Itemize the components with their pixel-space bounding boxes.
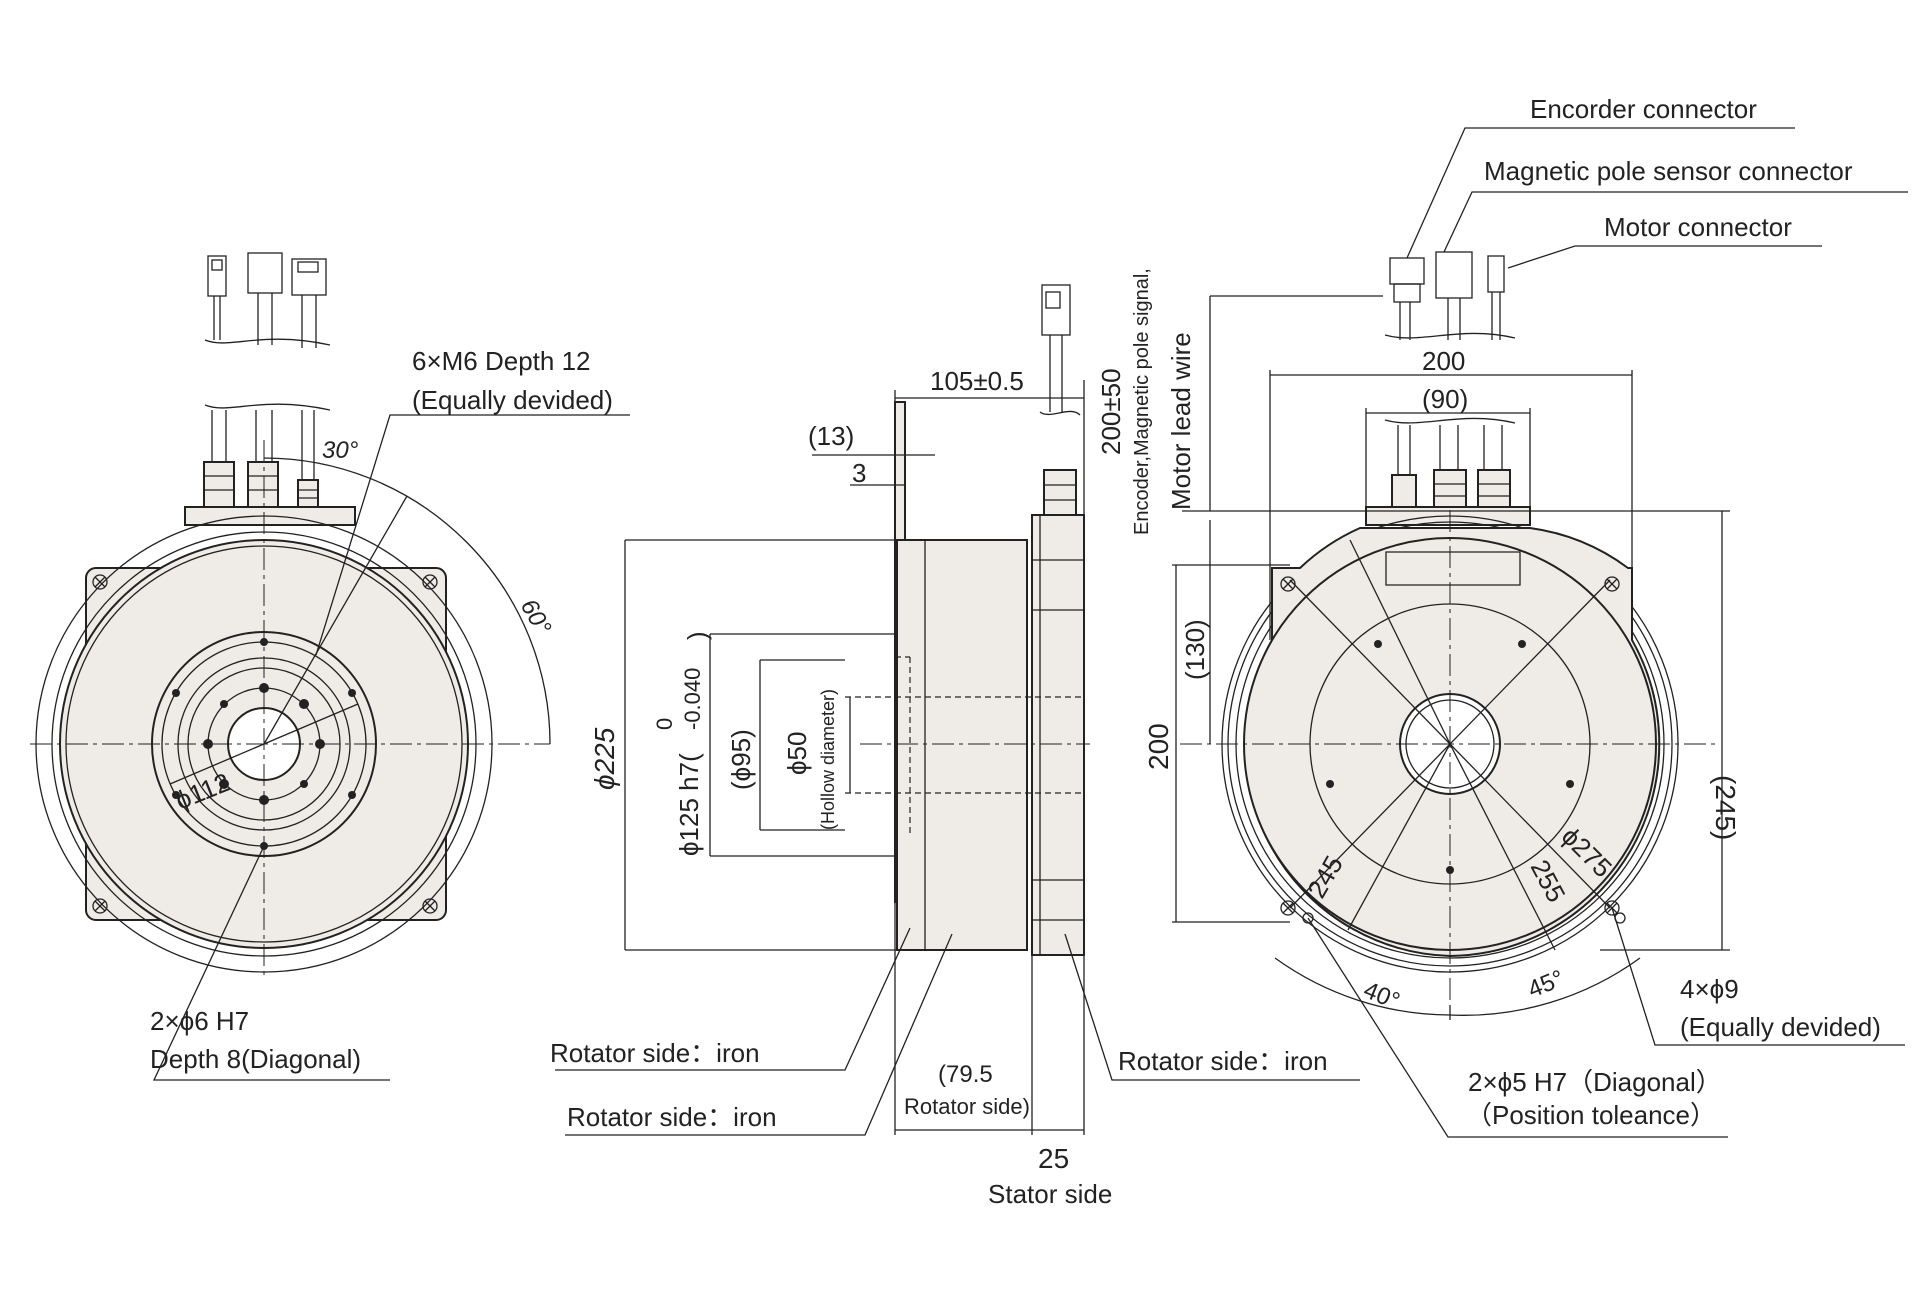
angle-arc-right — [1274, 957, 1641, 1016]
rotor-bolt-holes — [172, 638, 356, 850]
lead-label-line2: Encoder,Magnetic pole signal, — [1131, 268, 1153, 535]
dim-245-side-label: (245) — [1710, 775, 1741, 840]
magnetic-pole-connector-icon — [1435, 251, 1473, 299]
leader-holes — [1611, 907, 1905, 1046]
magnetic-pole-connector-label: Magnetic pole sensor connector — [1484, 156, 1853, 186]
holes-label-line1: 4×ϕ9 — [1680, 974, 1739, 1004]
m6-label-line1: 6×M6 Depth 12 — [412, 346, 591, 376]
dim-200-side-label: 200 — [1143, 723, 1174, 770]
motor-connector-icon — [1487, 255, 1505, 293]
dim-200-top-label: 200 — [1422, 346, 1465, 376]
phi125-tol-upper: 0 — [652, 718, 677, 730]
phi95-label: (ϕ95) — [726, 729, 756, 790]
angle-arc-left — [263, 457, 551, 745]
leader-magnetic — [1443, 191, 1908, 253]
rotator-label-b: Rotator side：iron — [567, 1102, 777, 1132]
angle-60-label: 60° — [515, 595, 557, 640]
side-view: 105±0.5 (13) 3 ϕ225 ϕ125 h7( 0 -0.040 ) … — [550, 268, 1360, 1209]
rotator-label-c: Rotator side：iron — [1118, 1046, 1328, 1076]
lead-label-line3: Motor lead wire — [1166, 332, 1196, 510]
leader-motor — [1507, 245, 1822, 269]
phi125-label: ϕ125 h7( — [674, 753, 704, 856]
angle-45-label: 45° — [1524, 965, 1568, 1004]
leader-rotator-b — [565, 933, 953, 1136]
leader-encoder — [1406, 127, 1795, 259]
corner-screws-left — [92, 574, 438, 914]
leader-pos — [1307, 917, 1728, 1138]
phi125-tol-lower: -0.040 — [680, 668, 705, 730]
motor-connector-label: Motor connector — [1604, 212, 1792, 242]
pin-label-line2: Depth 8(Diagonal) — [150, 1044, 361, 1074]
rotor-block-side — [896, 539, 1028, 951]
dim-25-label: 25 — [1038, 1143, 1069, 1174]
leader-rotator-a — [555, 927, 911, 1071]
lead-label-line1: 200±50 — [1096, 368, 1126, 455]
rear-corner-holes — [1280, 576, 1626, 924]
cable-glands-left — [203, 461, 319, 508]
stator-side-label: Stator side — [988, 1179, 1112, 1209]
pos-label-line2: （Position toleance） — [1466, 1100, 1716, 1130]
dim-795-line1: (79.5 — [938, 1061, 993, 1088]
connector-icon-mid — [1041, 284, 1071, 336]
phi225-label: ϕ225 — [589, 727, 620, 790]
encoder-connector-icon — [1389, 257, 1425, 285]
leader-m6 — [315, 414, 630, 656]
connector-icons-left — [204, 252, 331, 411]
dim-130-label: (130) — [1180, 619, 1210, 680]
leader-pin — [152, 845, 390, 1081]
pin-label-line1: 2×ϕ6 H7 — [150, 1006, 249, 1036]
phi50-label: ϕ50 — [782, 732, 812, 775]
dim-13-label: (13) — [808, 421, 854, 451]
terminal-recess — [1385, 551, 1521, 586]
rear-view: Encorder connector Magnetic pole sensor … — [1143, 94, 1908, 1138]
dim-105-label: 105±0.5 — [930, 366, 1024, 396]
front-view: 6×M6 Depth 12 (Equally devided) 30° 60° … — [30, 252, 630, 1081]
pos-label-line1: 2×ϕ5 H7（Diagonal） — [1468, 1067, 1722, 1097]
rotator-label-a: Rotator side：iron — [550, 1038, 760, 1068]
dim-3-label: 3 — [852, 458, 866, 488]
gland-mid — [1043, 469, 1077, 516]
phi125-close: ) — [682, 631, 712, 640]
holes-label-line2: (Equally devided) — [1680, 1012, 1881, 1042]
leader-rotator-c — [1064, 933, 1360, 1081]
angle-30-label: 30° — [322, 437, 359, 464]
encoder-connector-label: Encorder connector — [1530, 94, 1757, 124]
m6-label-line2: (Equally devided) — [412, 385, 613, 415]
connectors-right — [1384, 251, 1516, 424]
cables-left — [211, 410, 315, 480]
hollow-label: (Hollow diameter) — [818, 689, 838, 830]
dim-90-label: (90) — [1422, 384, 1468, 414]
dim-795-line2: Rotator side) — [904, 1094, 1030, 1119]
